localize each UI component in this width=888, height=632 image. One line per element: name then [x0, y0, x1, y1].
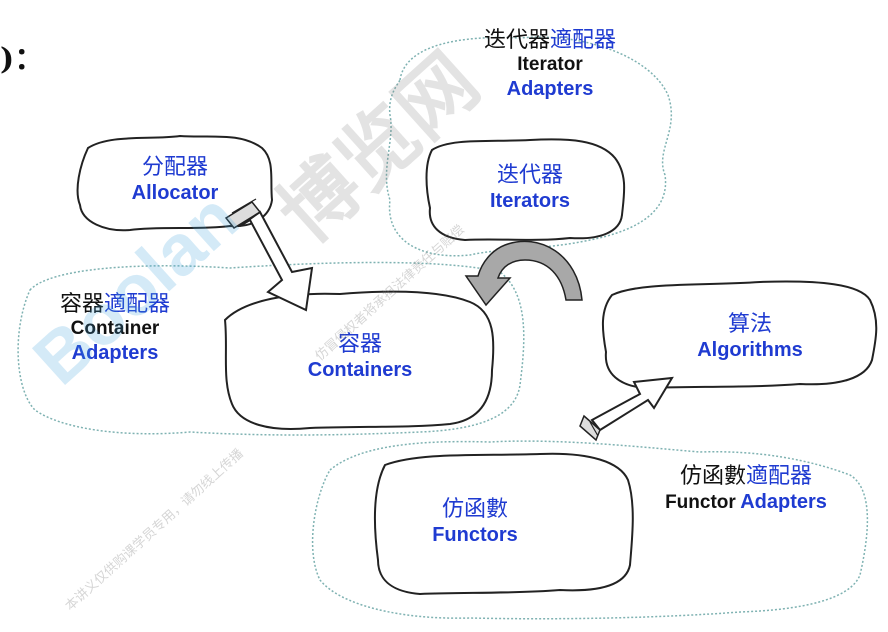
functor-adapters-zh-plain: 仿函數 [679, 464, 746, 489]
iterator-adapters-label: 迭代器適配器 Iterator Adapters [440, 28, 660, 101]
iterators-curved-arrow [464, 240, 583, 307]
iterator-adapters-en-blue: Adapters [506, 78, 594, 101]
functors-cloud [373, 452, 634, 596]
allocator-zh: 分配器 [141, 155, 208, 180]
containers-en: Containers [307, 359, 413, 382]
allocator-en: Allocator [131, 182, 219, 205]
algorithms-cloud [601, 280, 878, 390]
container-adapters-label: 容器適配器 Container Adapters [40, 292, 190, 365]
functor-adapters-en-blue: Adapters [740, 491, 827, 514]
container-adapters-en-blue: Adapters [71, 342, 159, 365]
iterators-label: 迭代器 Iterators [440, 163, 620, 213]
allocator-to-containers-arrow [224, 198, 314, 312]
container-adapters-zh-plain: 容器 [59, 292, 104, 317]
functor-adapters-label: 仿函數適配器 Functor Adapters [636, 464, 856, 515]
functors-label: 仿函數 Functors [400, 497, 550, 547]
functors-en: Functors [432, 524, 518, 547]
iterators-zh: 迭代器 [496, 163, 563, 188]
algorithms-en: Algorithms [697, 339, 803, 362]
algorithms-label: 算法 Algorithms [660, 312, 840, 362]
functor-adapters-en-black: Functor [665, 492, 736, 514]
iterator-adapters-dotted-cloud [385, 36, 673, 257]
iterator-adapters-en-black: Iterator [517, 54, 583, 76]
iterator-adapters-zh-plain: 迭代器 [483, 28, 550, 53]
header-fragment: )： [0, 42, 45, 77]
containers-cloud [223, 290, 495, 430]
containers-label: 容器 Containers [270, 332, 450, 382]
functors-to-algorithms-arrow [579, 376, 674, 442]
container-adapters-dotted-cloud [17, 261, 525, 436]
functors-zh: 仿函數 [441, 497, 508, 522]
iterator-adapters-zh-blue: 適配器 [550, 28, 617, 53]
iterators-en: Iterators [489, 190, 571, 213]
algorithms-zh: 算法 [727, 312, 772, 337]
container-adapters-zh-blue: 適配器 [104, 292, 171, 317]
containers-zh: 容器 [337, 332, 382, 357]
allocator-label: 分配器 Allocator [90, 155, 260, 205]
iterators-cloud [425, 138, 626, 242]
functor-adapters-zh-blue: 適配器 [746, 464, 813, 489]
container-adapters-en-black: Container [70, 318, 160, 340]
